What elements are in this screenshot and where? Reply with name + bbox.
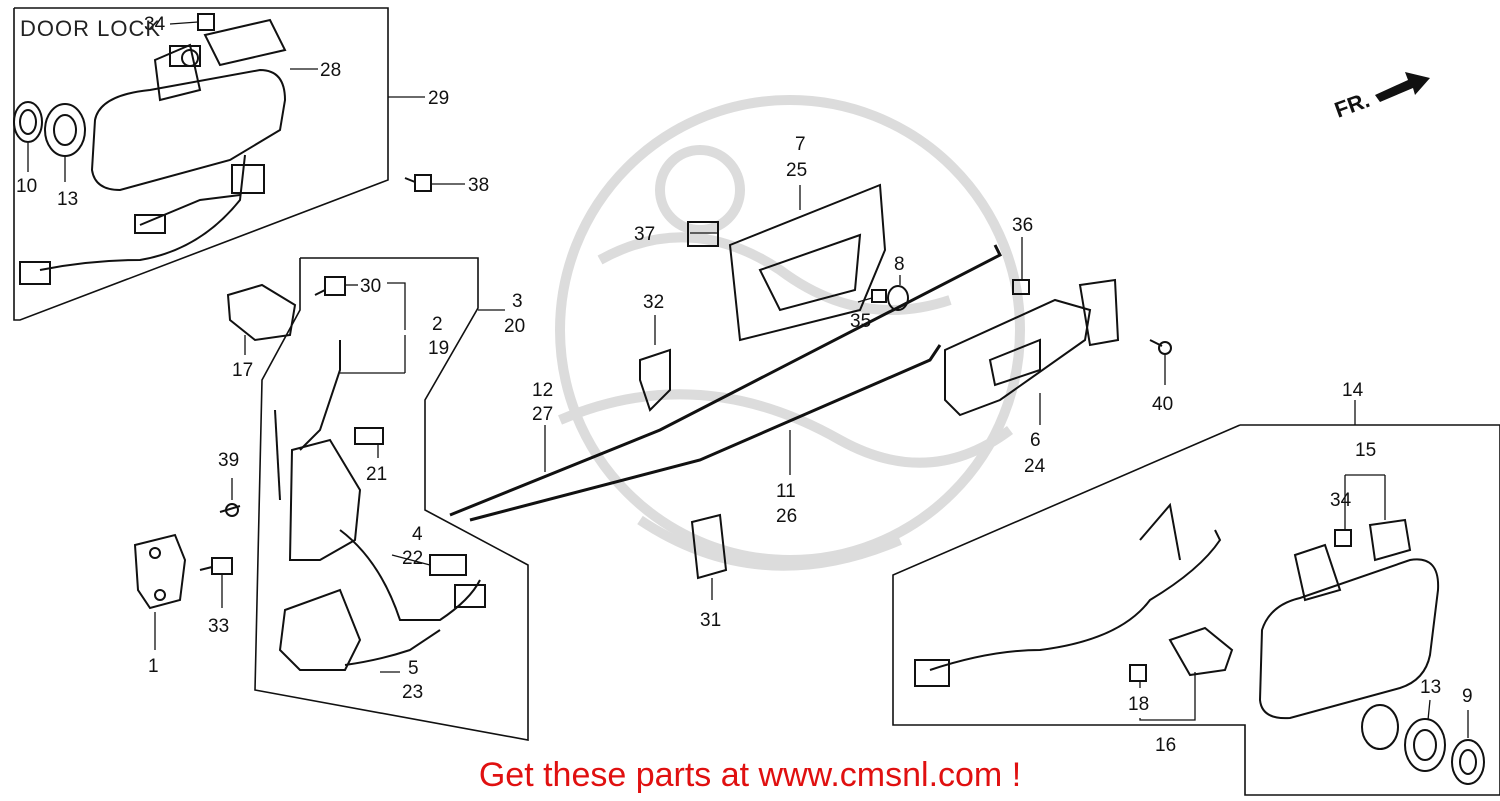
callout-31: 31: [700, 610, 721, 631]
screw-36: [1012, 279, 1030, 295]
outer-handle-frame-rear: [892, 424, 1500, 796]
latch-assembly: [274, 340, 486, 671]
callout-6: 6: [1030, 430, 1041, 451]
nut-18: [1129, 664, 1147, 682]
actuator-17: [226, 283, 297, 342]
inner-handle-case: [728, 183, 887, 342]
screw-38: [404, 174, 432, 192]
outer-handle-front: [90, 18, 287, 192]
callout-12: 12: [532, 380, 553, 401]
callout-34-bottom: 34: [1330, 490, 1352, 511]
callout-labels: 34 28 29 10 13 38 30 2 19 3 20 17 21 39 …: [16, 14, 1473, 756]
callout-7: 7: [795, 134, 806, 155]
rod-clip-32: [639, 348, 671, 412]
screw-39: [219, 503, 241, 517]
callout-9: 9: [1462, 686, 1473, 707]
lock-knob-30: [314, 276, 346, 296]
callout-10: 10: [16, 176, 37, 197]
clip-37: [687, 221, 719, 247]
callout-34-top: 34: [144, 14, 166, 35]
callout-2: 2: [432, 314, 443, 335]
switch-22: [429, 554, 467, 576]
callout-37: 37: [634, 224, 655, 245]
watermark-logo: [555, 95, 1025, 571]
callout-40: 40: [1152, 394, 1173, 415]
callout-27: 27: [532, 404, 553, 425]
callout-35: 35: [850, 311, 871, 332]
leader-lines: [27, 21, 1469, 738]
callout-13-front: 13: [57, 189, 78, 210]
callout-17: 17: [232, 360, 253, 381]
callout-15: 15: [1355, 440, 1376, 461]
front-direction-arrow: FR.: [1331, 72, 1430, 123]
callout-4: 4: [412, 524, 423, 545]
pad-31: [690, 513, 728, 580]
callout-11: 11: [776, 481, 796, 502]
callout-38: 38: [468, 175, 489, 196]
cap-8: [887, 285, 909, 311]
callout-5: 5: [408, 658, 419, 679]
lock-rods: [449, 244, 1003, 522]
diagram-title: DOOR LOCK: [20, 16, 162, 41]
callout-8: 8: [894, 254, 905, 275]
callout-25: 25: [786, 160, 807, 181]
callout-21: 21: [366, 464, 387, 485]
callout-20: 20: [504, 316, 525, 337]
screw-35: [871, 289, 887, 303]
handle-seal-ring-10: [13, 101, 43, 143]
outer-handle-rear: [1258, 518, 1440, 720]
callout-29: 29: [428, 88, 449, 109]
callout-23: 23: [402, 682, 423, 703]
callout-19: 19: [428, 338, 449, 359]
seal-rings-rear: [1361, 704, 1485, 785]
key-cylinder-16: [1168, 626, 1234, 677]
footer-link-text[interactable]: Get these parts at www.cmsnl.com !: [478, 756, 1022, 794]
handle-seal-ring-13: [44, 103, 86, 157]
callout-24: 24: [1024, 456, 1046, 477]
outer-handle-frame-front: [13, 7, 389, 321]
callout-22: 22: [402, 548, 423, 569]
screw-33: [199, 557, 233, 575]
latch-assembly-frame: [254, 257, 529, 741]
clip-21: [354, 427, 384, 445]
handle-switch-harness-rear: [914, 502, 1222, 687]
front-direction-label: FR.: [1331, 87, 1373, 123]
callout-18: 18: [1128, 694, 1149, 715]
callout-33: 33: [208, 616, 229, 637]
handle-switch-harness-front: [19, 154, 265, 285]
screw-34-top: [197, 13, 215, 31]
striker-1: [133, 533, 187, 610]
callout-13-rear: 13: [1420, 677, 1441, 698]
callout-3: 3: [512, 291, 523, 312]
callout-26: 26: [776, 506, 797, 527]
callout-36: 36: [1012, 215, 1033, 236]
inner-handle: [944, 278, 1120, 417]
callout-39: 39: [218, 450, 239, 471]
screw-40: [1149, 339, 1172, 355]
callout-32: 32: [643, 292, 664, 313]
callout-16: 16: [1155, 735, 1176, 756]
callout-28: 28: [320, 60, 341, 81]
callout-14: 14: [1342, 380, 1364, 401]
callout-1: 1: [148, 656, 159, 677]
screw-34-bottom: [1334, 529, 1352, 547]
callout-30: 30: [360, 276, 381, 297]
